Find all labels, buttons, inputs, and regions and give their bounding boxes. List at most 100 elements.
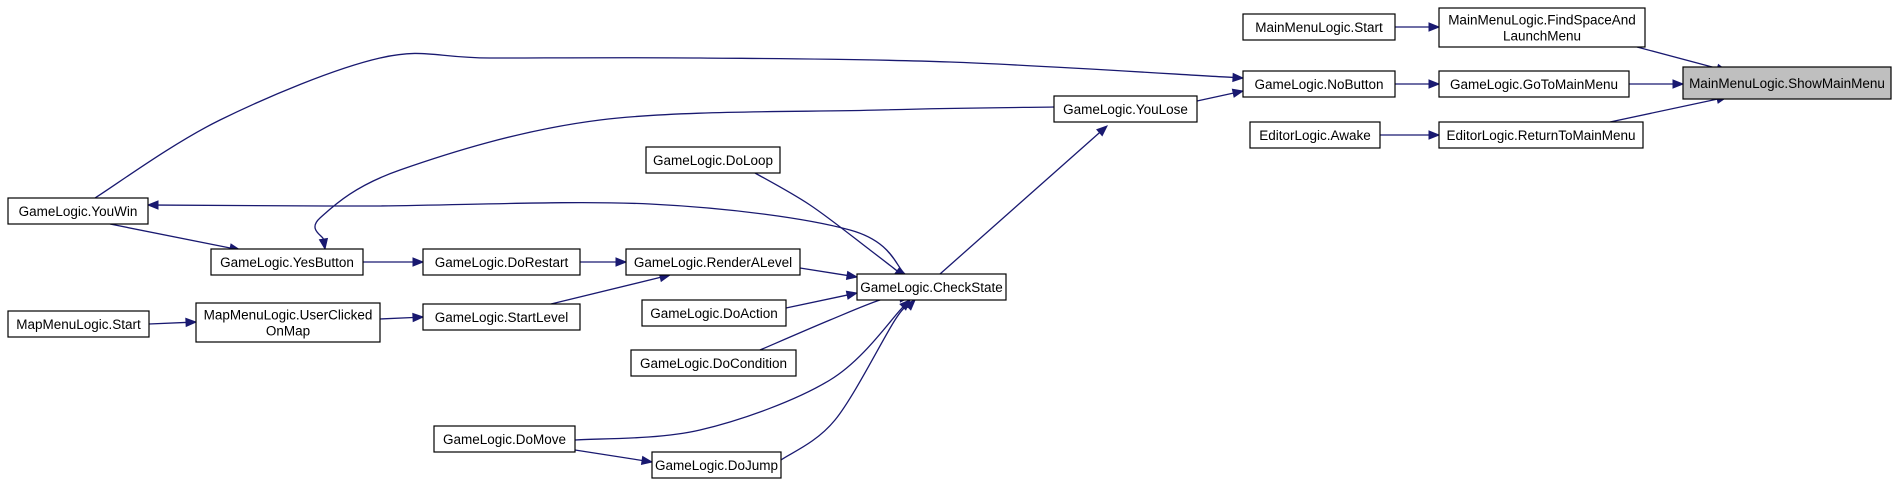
- node-box: [210, 248, 364, 276]
- edge-line: [148, 321, 187, 325]
- node-label: LaunchMenu: [1503, 29, 1581, 44]
- arrowhead-icon: [1672, 79, 1685, 89]
- arrowhead-icon: [318, 237, 329, 251]
- node-doaction[interactable]: GameLogic.DoAction: [641, 299, 787, 327]
- edge-youlose-to-nobutton: [1196, 88, 1245, 102]
- node-startlevel[interactable]: GameLogic.StartLevel: [422, 303, 581, 331]
- edge-line: [109, 223, 231, 249]
- edge-renderalevel-to-checkstate: [799, 267, 859, 281]
- edge-line: [379, 316, 414, 320]
- node-doloop[interactable]: GameLogic.DoLoop: [645, 146, 781, 174]
- arrowhead-icon: [615, 257, 628, 267]
- node-mapstart[interactable]: MapMenuLogic.Start: [7, 310, 150, 338]
- node-box: [1242, 13, 1396, 41]
- node-box: [7, 310, 150, 338]
- node-label: GameLogic.DoAction: [650, 306, 778, 321]
- edge-line: [1196, 92, 1234, 102]
- node-renderalevel[interactable]: GameLogic.RenderALevel: [625, 248, 801, 276]
- node-dojump[interactable]: GameLogic.DoJump: [651, 451, 782, 479]
- edge-gotomain-to-showmainmenu: [1629, 79, 1685, 89]
- node-box: [7, 197, 149, 225]
- node-dorestart[interactable]: GameLogic.DoRestart: [422, 248, 581, 276]
- node-label: GameLogic.DoJump: [655, 458, 778, 473]
- edge-line: [1609, 98, 1718, 123]
- arrowhead-icon: [1428, 22, 1441, 32]
- node-box: [1438, 121, 1644, 149]
- node-editorawake[interactable]: EditorLogic.Awake: [1249, 121, 1381, 149]
- node-domove[interactable]: GameLogic.DoMove: [433, 425, 576, 453]
- edge-line: [780, 306, 909, 461]
- arrowhead-icon: [845, 270, 859, 281]
- edge-line: [314, 106, 1055, 240]
- node-youlose[interactable]: GameLogic.YouLose: [1053, 95, 1198, 123]
- edge-line: [754, 172, 898, 272]
- node-box: [645, 146, 781, 174]
- edge-youwin-to-nobutton: [94, 52, 1245, 199]
- edge-line: [574, 449, 643, 462]
- node-box: [1242, 70, 1396, 98]
- edge-editorawake-to-returnmain: [1380, 130, 1441, 140]
- node-docondition[interactable]: GameLogic.DoCondition: [630, 349, 797, 377]
- edge-line: [785, 294, 848, 309]
- node-box: [422, 248, 581, 276]
- arrowhead-icon: [412, 257, 425, 267]
- edge-youwin-to-yesbutton: [109, 223, 242, 253]
- node-nobutton[interactable]: GameLogic.NoButton: [1242, 70, 1396, 98]
- edge-line: [939, 132, 1100, 275]
- node-showmainmenu[interactable]: MainMenuLogic.ShowMainMenu: [1682, 66, 1892, 100]
- edge-mapstart-to-userclicked: [148, 317, 198, 328]
- node-box: [422, 303, 581, 331]
- node-label: OnMap: [266, 324, 310, 339]
- edge-checkstate-to-youlose: [939, 125, 1109, 275]
- node-label: GameLogic.NoButton: [1254, 77, 1383, 92]
- node-label: MapMenuLogic.UserClicked: [204, 308, 373, 323]
- nodes: MainMenuLogic.ShowMainMenu MainMenuLogic.…: [7, 7, 1892, 479]
- node-box: [1249, 121, 1381, 149]
- node-yesbutton[interactable]: GameLogic.YesButton: [210, 248, 364, 276]
- arrowhead-icon: [640, 455, 654, 466]
- arrowhead-icon: [845, 290, 859, 300]
- edge-line: [94, 52, 1234, 199]
- edge-dorestart-to-renderalevel: [580, 257, 628, 267]
- node-gotomain[interactable]: GameLogic.GoToMainMenu: [1438, 70, 1630, 98]
- node-label: MapMenuLogic.Start: [16, 317, 141, 332]
- arrowhead-icon: [1231, 88, 1245, 98]
- edge-doaction-to-checkstate: [785, 290, 859, 309]
- node-label: MainMenuLogic.Start: [1255, 20, 1383, 35]
- node-label: GameLogic.GoToMainMenu: [1450, 77, 1618, 92]
- edge-youlose-to-yesbutton: [314, 106, 1055, 251]
- node-label: GameLogic.DoLoop: [653, 153, 773, 168]
- node-mmstart[interactable]: MainMenuLogic.Start: [1242, 13, 1396, 41]
- node-checkstate[interactable]: GameLogic.CheckState: [856, 273, 1007, 301]
- node-label: GameLogic.YesButton: [220, 255, 354, 270]
- edge-dojump-to-checkstate: [780, 299, 916, 461]
- arrowhead-icon: [185, 317, 198, 328]
- node-box: [1438, 70, 1630, 98]
- node-label: GameLogic.YouWin: [19, 204, 138, 219]
- node-label: GameLogic.DoMove: [443, 432, 566, 447]
- edge-checkstate-to-youwin: [146, 200, 906, 275]
- edge-line: [799, 267, 848, 277]
- arrowhead-icon: [1232, 72, 1245, 83]
- edges: [94, 22, 1729, 466]
- edge-line: [157, 201, 906, 275]
- arrowhead-icon: [412, 312, 425, 323]
- node-returnmain[interactable]: EditorLogic.ReturnToMainMenu: [1438, 121, 1644, 149]
- edge-userclicked-to-startlevel: [379, 312, 425, 323]
- node-label: MainMenuLogic.ShowMainMenu: [1689, 76, 1885, 91]
- node-label: GameLogic.CheckState: [860, 280, 1003, 295]
- node-youwin[interactable]: GameLogic.YouWin: [7, 197, 149, 225]
- edge-line: [550, 276, 661, 305]
- node-label: GameLogic.StartLevel: [435, 310, 569, 325]
- arrowhead-icon: [1428, 79, 1441, 89]
- node-box: [630, 349, 797, 377]
- node-label: EditorLogic.Awake: [1259, 128, 1371, 143]
- node-box: [195, 302, 381, 343]
- node-label: GameLogic.DoRestart: [435, 255, 569, 270]
- edge-domove-to-dojump: [574, 449, 654, 466]
- arrowhead-icon: [904, 299, 916, 311]
- node-box: [625, 248, 801, 276]
